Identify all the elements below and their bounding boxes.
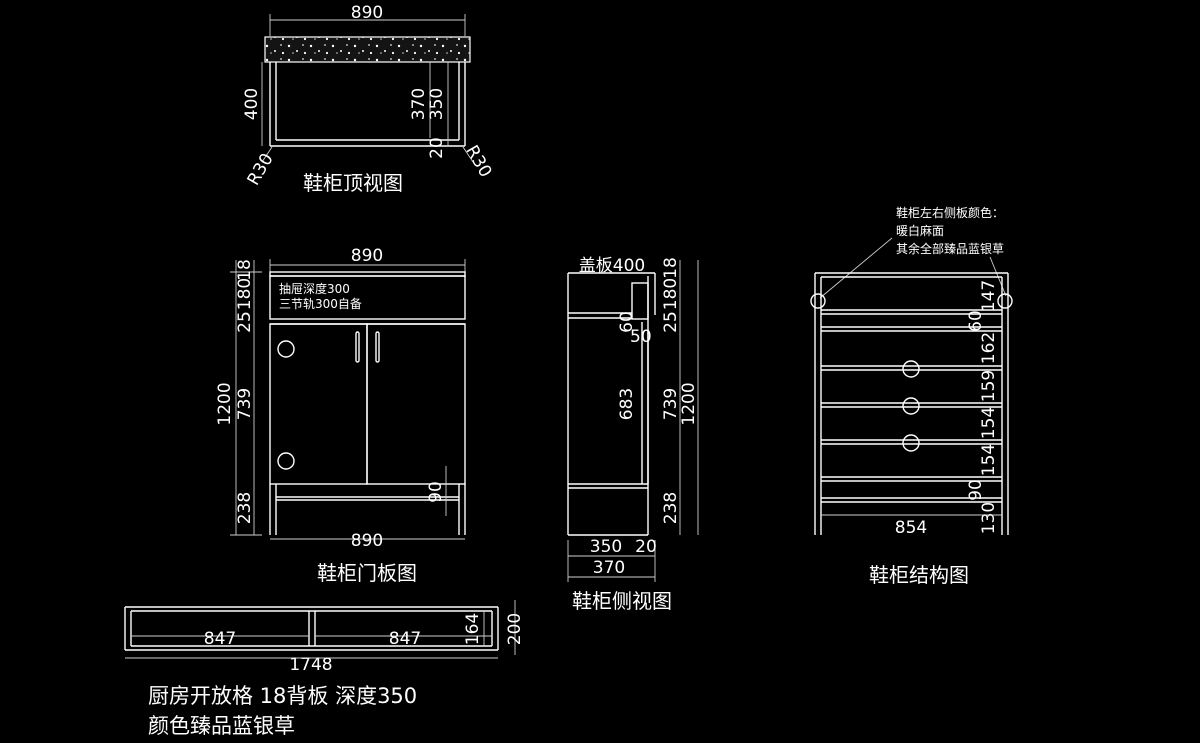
struct-mark-right xyxy=(997,293,1013,309)
struct-width-dim: 854 xyxy=(895,518,927,538)
front-door-right xyxy=(366,323,466,485)
front-total-dim: 1200 xyxy=(215,382,235,425)
front-seg-drawer-a-dim: 180 xyxy=(235,278,255,310)
struct-note-3: 其余全部臻品蓝银草 xyxy=(896,241,1004,256)
side-top-dim: 18 xyxy=(661,257,681,279)
shelf-caption-1: 厨房开放格 18背板 深度350 xyxy=(148,684,417,708)
struct-dim-162: 162 xyxy=(979,332,999,364)
struct-dim-90: 90 xyxy=(966,479,986,501)
side-seg-739-dim: 739 xyxy=(661,388,681,420)
shelf-caption-2: 颜色臻品蓝银草 xyxy=(148,714,295,738)
front-drawer xyxy=(269,275,466,320)
side-depth-20-dim: 20 xyxy=(635,537,657,557)
top-gap-dim: 20 xyxy=(427,137,447,159)
front-width-bottom-dim: 890 xyxy=(351,531,383,551)
side-seg-b-dim: 25 xyxy=(661,311,681,333)
front-shelf-gap-dim: 90 xyxy=(426,481,446,503)
struct-mark-left xyxy=(810,293,826,309)
struct-hole-2 xyxy=(902,397,920,415)
struct-note-1: 鞋柜左右侧板颜色： xyxy=(896,205,1004,220)
side-seg-a-dim: 180 xyxy=(661,278,681,310)
side-depth-370-dim: 370 xyxy=(593,558,625,578)
side-depth-350-dim: 350 xyxy=(590,537,622,557)
front-handle-right xyxy=(375,331,380,363)
side-inner-50-dim: 50 xyxy=(630,327,652,347)
front-view: 890 抽屉深度300 三节轨300自备 90 890 1200 18 180 … xyxy=(215,246,466,585)
top-radius-left: R30 xyxy=(244,150,278,189)
front-width-top-dim: 890 xyxy=(351,246,383,266)
struct-dim-147: 147 xyxy=(979,280,999,312)
front-seg-drawer-b-dim: 25 xyxy=(235,311,255,333)
top-view: 890 400 370 350 20 R30 R30 鞋柜顶视图 xyxy=(242,3,495,195)
front-hinge-bottom xyxy=(277,452,295,470)
structure-view: 鞋柜左右侧板颜色： 暖白麻面 其余全部臻品蓝银草 147 60 162 15 xyxy=(810,205,1013,587)
shelf-outer-h-dim: 200 xyxy=(505,613,525,645)
front-seg-top-dim: 18 xyxy=(235,259,255,281)
shelf-left-dim: 847 xyxy=(204,629,236,649)
front-seg-door-dim: 739 xyxy=(235,388,255,420)
side-cover-dim: 盖板400 xyxy=(579,256,645,276)
shelf-total-dim: 1748 xyxy=(289,655,332,675)
front-seg-base-dim: 238 xyxy=(235,492,255,524)
front-note-drawer-depth: 抽屉深度300 xyxy=(279,281,350,296)
side-total-dim: 1200 xyxy=(679,382,699,425)
top-view-title: 鞋柜顶视图 xyxy=(303,171,403,195)
top-width-dim: 890 xyxy=(351,3,383,23)
struct-dim-154a: 154 xyxy=(979,407,999,439)
top-radius-right: R30 xyxy=(461,142,495,181)
struct-dim-159: 159 xyxy=(979,370,999,402)
top-inner-b-dim: 350 xyxy=(427,88,447,120)
struct-dim-130: 130 xyxy=(979,502,999,534)
front-handle-left xyxy=(355,331,360,363)
front-view-title: 鞋柜门板图 xyxy=(317,561,417,585)
shelf-inner-h-dim: 164 xyxy=(463,613,483,645)
side-inner-683-dim: 683 xyxy=(617,388,637,420)
front-note-rail: 三节轨300自备 xyxy=(279,297,362,311)
open-shelf-view: 847 847 1748 164 200 厨房开放格 18背板 深度350 颜色… xyxy=(124,600,525,738)
top-depth-dim: 400 xyxy=(242,88,262,120)
shelf-right-dim: 847 xyxy=(389,629,421,649)
side-view-title: 鞋柜侧视图 xyxy=(572,589,672,613)
side-drawer-front xyxy=(631,282,649,320)
struct-hole-3 xyxy=(902,434,920,452)
top-countertop xyxy=(264,36,471,63)
side-inner-60-dim: 60 xyxy=(617,311,637,333)
front-hinge-top xyxy=(277,340,295,358)
struct-dim-60: 60 xyxy=(966,310,986,332)
top-inner-a-dim: 370 xyxy=(409,88,429,120)
struct-hole-1 xyxy=(902,360,920,378)
struct-view-title: 鞋柜结构图 xyxy=(869,563,969,587)
struct-note-2: 暖白麻面 xyxy=(896,223,944,238)
side-view: 盖板400 60 50 683 18 180 25 739 1200 238 3… xyxy=(567,256,699,613)
side-seg-238-dim: 238 xyxy=(661,492,681,524)
struct-dim-154b: 154 xyxy=(979,444,999,476)
front-door-left xyxy=(269,323,368,485)
